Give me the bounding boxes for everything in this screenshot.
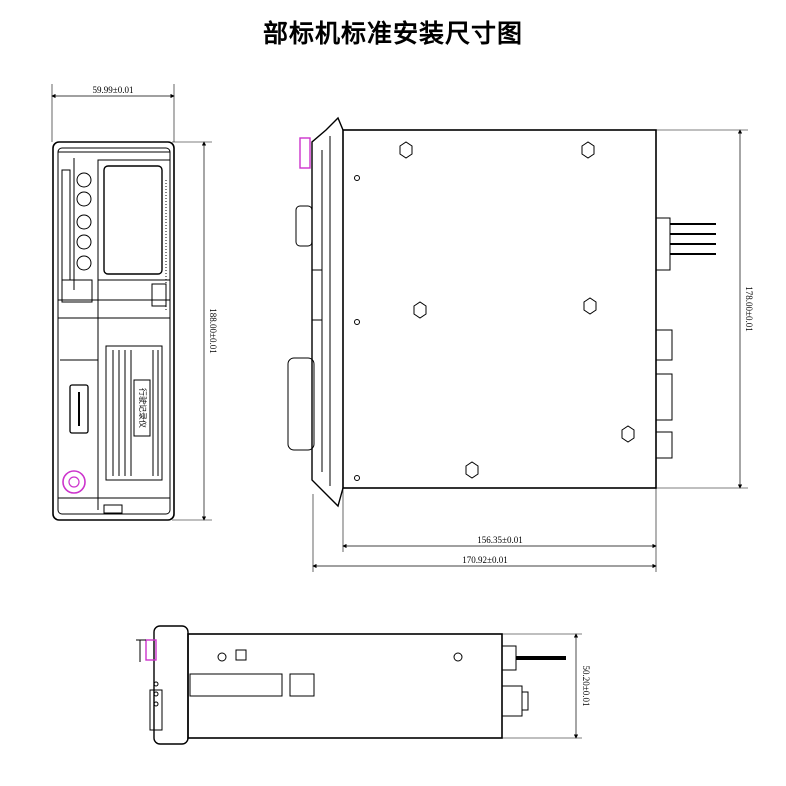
- dim-side-total-length: 170.92±0.01: [462, 555, 507, 565]
- dim-side-body-length: 156.35±0.01: [477, 535, 522, 545]
- bottom-view: [136, 625, 582, 745]
- side-view: [287, 116, 748, 572]
- front-view: [51, 84, 212, 521]
- dim-front-height: 188.00±0.01: [208, 308, 218, 353]
- page-title: 部标机标准安装尺寸图: [262, 19, 523, 48]
- device-label: 行驶记录仪: [138, 388, 148, 428]
- dim-bottom-height: 50.20±0.01: [581, 666, 591, 707]
- dim-front-width: 59.99±0.01: [93, 85, 134, 95]
- dim-side-height: 178.00±0.01: [744, 286, 754, 331]
